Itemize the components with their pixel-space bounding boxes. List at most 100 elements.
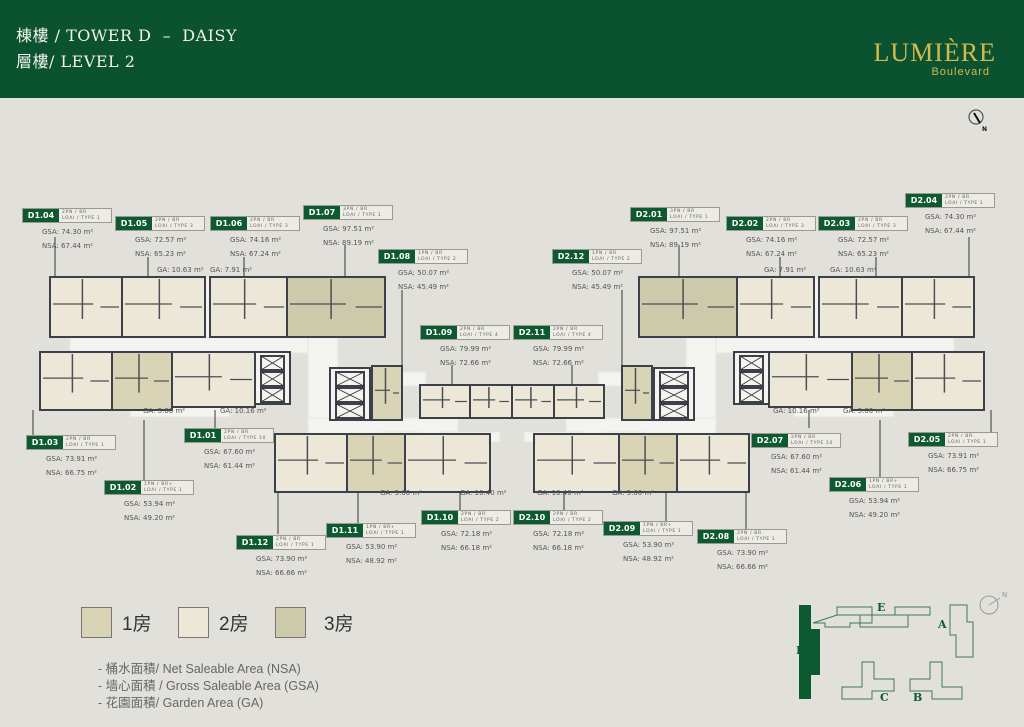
- area-notes: - 桶水面積/ Net Saleable Area (NSA) - 墙心面積 /…: [98, 661, 319, 712]
- unit-id: D1.09: [421, 326, 457, 339]
- garden-area-label: GA: 10.16 m²: [773, 407, 820, 415]
- unit-gsa: GSA: 72.57 m²: [838, 236, 890, 244]
- unit-type-label: LOẠI / TYPE 3: [766, 224, 805, 229]
- unit-nsa: NSA: 67.44 m²: [925, 227, 976, 235]
- lift-cross: [659, 403, 689, 419]
- unit-type-label: LOẠI / TYPE 2: [592, 257, 631, 262]
- unit-type-label: LOẠI / TYPE 1: [276, 543, 315, 548]
- garden-area-label: GA: 7.91 m²: [764, 266, 807, 274]
- legend-swatch: [275, 607, 306, 638]
- unit-rooms: 2PN / BR: [250, 218, 275, 223]
- unit-type-label: LOẠI / TYPE 2: [418, 257, 457, 262]
- lift-cross: [335, 371, 365, 387]
- legend-swatch: [178, 607, 209, 638]
- unit-id: D2.12: [553, 250, 589, 263]
- unit-nsa: NSA: 45.49 m²: [398, 283, 449, 291]
- unit-type-label: LOẠI / TYPE 1: [670, 215, 709, 220]
- unit-id: D2.06: [830, 478, 866, 491]
- tower-e-label: E: [877, 601, 885, 614]
- unit-nsa: NSA: 72.66 m²: [440, 359, 491, 367]
- unit-id: D2.10: [514, 511, 550, 524]
- unit-id: D1.05: [116, 217, 152, 230]
- tower-c-label: C: [880, 691, 889, 704]
- unit-gsa: GSA: 67.60 m²: [771, 453, 823, 461]
- unit-rooms: 2PN / BR: [276, 537, 301, 542]
- unit-rooms: 2PN / BR: [553, 327, 578, 332]
- legend-label: 3房: [324, 614, 354, 635]
- unit-type-label: LOẠI / TYPE 2: [461, 518, 500, 523]
- lift-cross: [260, 371, 285, 387]
- corridor: [69, 336, 331, 354]
- garden-area-label: GA: 7.91 m²: [210, 266, 253, 274]
- unit-nsa: NSA: 89.19 m²: [323, 239, 374, 247]
- unit-nsa: NSA: 89.19 m²: [650, 241, 701, 249]
- tower-b-label: B: [913, 691, 922, 704]
- unit-rooms: 1PN / BR: [418, 251, 443, 256]
- unit-nsa: NSA: 66.66 m²: [256, 569, 307, 577]
- tower-c-outline: [841, 661, 895, 700]
- unit-type: 1PN / BR+LOẠI / TYPE 1: [363, 524, 407, 537]
- unit-gsa: GSA: 74.30 m²: [42, 228, 94, 236]
- unit-rooms: 1PN / BR: [592, 251, 617, 256]
- unit-id: D2.04: [906, 194, 942, 207]
- lift-cross: [335, 403, 365, 419]
- unit-gsa: GSA: 53.94 m²: [849, 497, 901, 505]
- unit-id: D1.02: [105, 481, 141, 494]
- unit-nsa: NSA: 66.66 m²: [717, 563, 768, 571]
- apartment-unit: [618, 433, 678, 493]
- legend-label: 1房: [122, 614, 152, 635]
- unit-nsa: NSA: 48.92 m²: [623, 555, 674, 563]
- unit-nsa: NSA: 66.75 m²: [928, 466, 979, 474]
- tower-e-outline: [836, 606, 931, 628]
- unit-type-label: LOẠI / TYPE 1: [869, 485, 908, 490]
- unit-rooms: 3PN / BR: [670, 209, 695, 214]
- garden-area-label: GA: 10.40 m²: [537, 489, 584, 497]
- unit-gsa: GSA: 73.90 m²: [717, 549, 769, 557]
- level-title: 層樓/ LEVEL 2: [16, 52, 136, 71]
- unit-type-label: LOẠI / TYPE 1: [948, 440, 987, 445]
- header-bar: 棟樓 / TOWER D – DAISY 層樓/ LEVEL 2 LUMIÈRE…: [0, 0, 1024, 98]
- lift-cross: [739, 355, 764, 371]
- garden-area-label: GA: 5.00 m²: [380, 489, 423, 497]
- lift-cross: [335, 387, 365, 403]
- unit-gsa: GSA: 97.51 m²: [323, 225, 375, 233]
